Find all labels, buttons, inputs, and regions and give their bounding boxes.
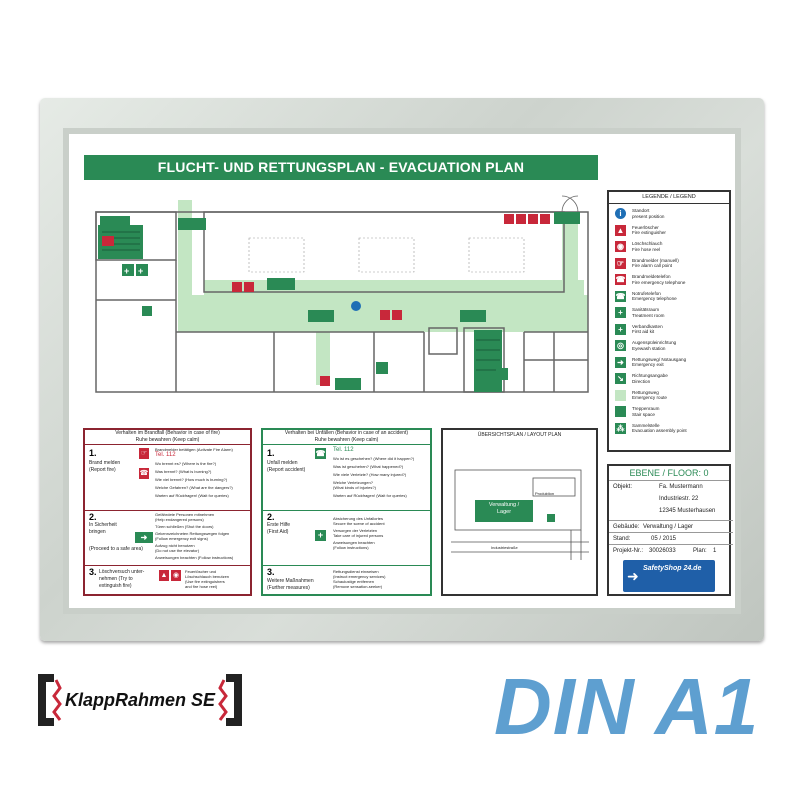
emergency-phone-icon: ☎ (315, 448, 326, 459)
floor-label: EBENE / FLOOR: 0 (629, 468, 709, 478)
emergency-phone-icon: ☎ (615, 290, 626, 302)
fire-step-2-number: 2. (89, 512, 97, 522)
fire-step-1-subtitle: (Report fire) (89, 467, 116, 473)
fire-equipment (102, 214, 550, 386)
fire-step-1-title: Brand melden (89, 460, 121, 466)
accident-box-subheader: Ruhe bewahren (Keep calm) (314, 437, 379, 443)
accident-phone-number: Tel. 112 (333, 447, 354, 453)
running-man-icon: ➜ (627, 568, 639, 584)
building-name: Verwaltung / Lager (643, 524, 694, 530)
logo-text: KlappRahmen SE (64, 690, 216, 710)
fire-hose-icon: ◉ (615, 241, 626, 252)
fire-box-subheader: Ruhe bewahren (Keep calm) (135, 437, 200, 443)
route-swatch-icon (615, 389, 626, 401)
site-map (451, 469, 589, 560)
din-size-label: DIN A1 (494, 662, 760, 751)
project-number: 30026033 (649, 548, 676, 554)
fire-alarm-icon: ☞ (615, 257, 626, 269)
floor-plan: ++ (95, 195, 589, 393)
accident-behavior-box: Verhalten bei Unfällen (Behavior in case… (261, 428, 432, 596)
klapprahmen-logo: KlappRahmen SE (38, 674, 242, 726)
legend-item-label: Brandmelder (manuell)Fire alarm call poi… (632, 257, 679, 269)
info-box: EBENE / FLOOR: 0 Objekt: Fa. Mustermann … (607, 464, 733, 596)
treatment-room-icon: + (615, 307, 626, 318)
eyewash-icon: ◎ (615, 340, 626, 351)
emergency-exit-icon: ➜ (615, 356, 626, 368)
fire-step-1-number: 1. (89, 448, 97, 458)
stair-swatch-icon (615, 406, 626, 417)
doors (561, 195, 579, 213)
svg-text:+: + (124, 266, 129, 276)
fire-extinguisher-icon: ▲ (615, 224, 626, 236)
legend-title: LEGENDE / LEGEND (642, 194, 696, 200)
fire-phone-number: Tel. 112 (155, 452, 176, 458)
overview-building-label: Verwaltung / (488, 502, 520, 508)
storage-racks (248, 237, 525, 273)
safetyshop-logo: ➜ SafetyShop 24.de (623, 560, 715, 592)
plan-title: FLUCHT- UND RETTUNGSPLAN - EVACUATION PL… (84, 155, 598, 180)
first-aid-icon: + (615, 323, 626, 335)
walls (95, 211, 589, 393)
exit-signs (100, 212, 580, 390)
fire-hose-icon: ◉ (171, 570, 181, 581)
safetyshop-logo-text: SafetyShop 24.de (643, 565, 702, 572)
object-city: 12345 Musterhausen (659, 508, 716, 514)
plan-date: 05 / 2015 (651, 536, 677, 542)
overview-title: ÜBERSICHTSPLAN / LAYOUT PLAN (477, 432, 562, 438)
fire-phone-icon: ☎ (139, 468, 149, 479)
plan-number: 1 (713, 548, 717, 554)
object-name: Fa. Mustermann (659, 484, 703, 490)
fire-phone-icon: ☎ (615, 274, 626, 285)
you-are-here-icon: i (615, 208, 626, 219)
fire-behavior-box: Verhalten im Brandfall (Behavior in case… (83, 428, 252, 596)
fire-extinguisher-icon: ▲ (159, 570, 169, 581)
fire-alarm-icon: ☞ (139, 448, 149, 459)
you-are-here-icon (351, 301, 361, 311)
object-street: Industriestr. 22 (659, 496, 699, 502)
fire-box-header: Verhalten im Brandfall (Behavior in case… (115, 430, 220, 436)
overview-street-label: Industriestraße (491, 545, 518, 550)
direction-arrow-icon: ↘ (615, 373, 626, 384)
first-aid-items (122, 264, 388, 374)
overview-plan-box: ÜBERSICHTSPLAN / LAYOUT PLAN Verwaltung … (441, 428, 598, 596)
first-aid-icon: + (315, 530, 326, 541)
accident-box-header: Verhalten bei Unfällen (Behavior in case… (284, 430, 409, 436)
emergency-exit-icon: ➜ (135, 532, 153, 543)
svg-text:+: + (138, 266, 143, 276)
assembly-point-icon: ⁂ (615, 422, 626, 434)
fire-step-3-number: 3. (89, 567, 97, 577)
overview-production-label: Produktion (535, 491, 555, 496)
